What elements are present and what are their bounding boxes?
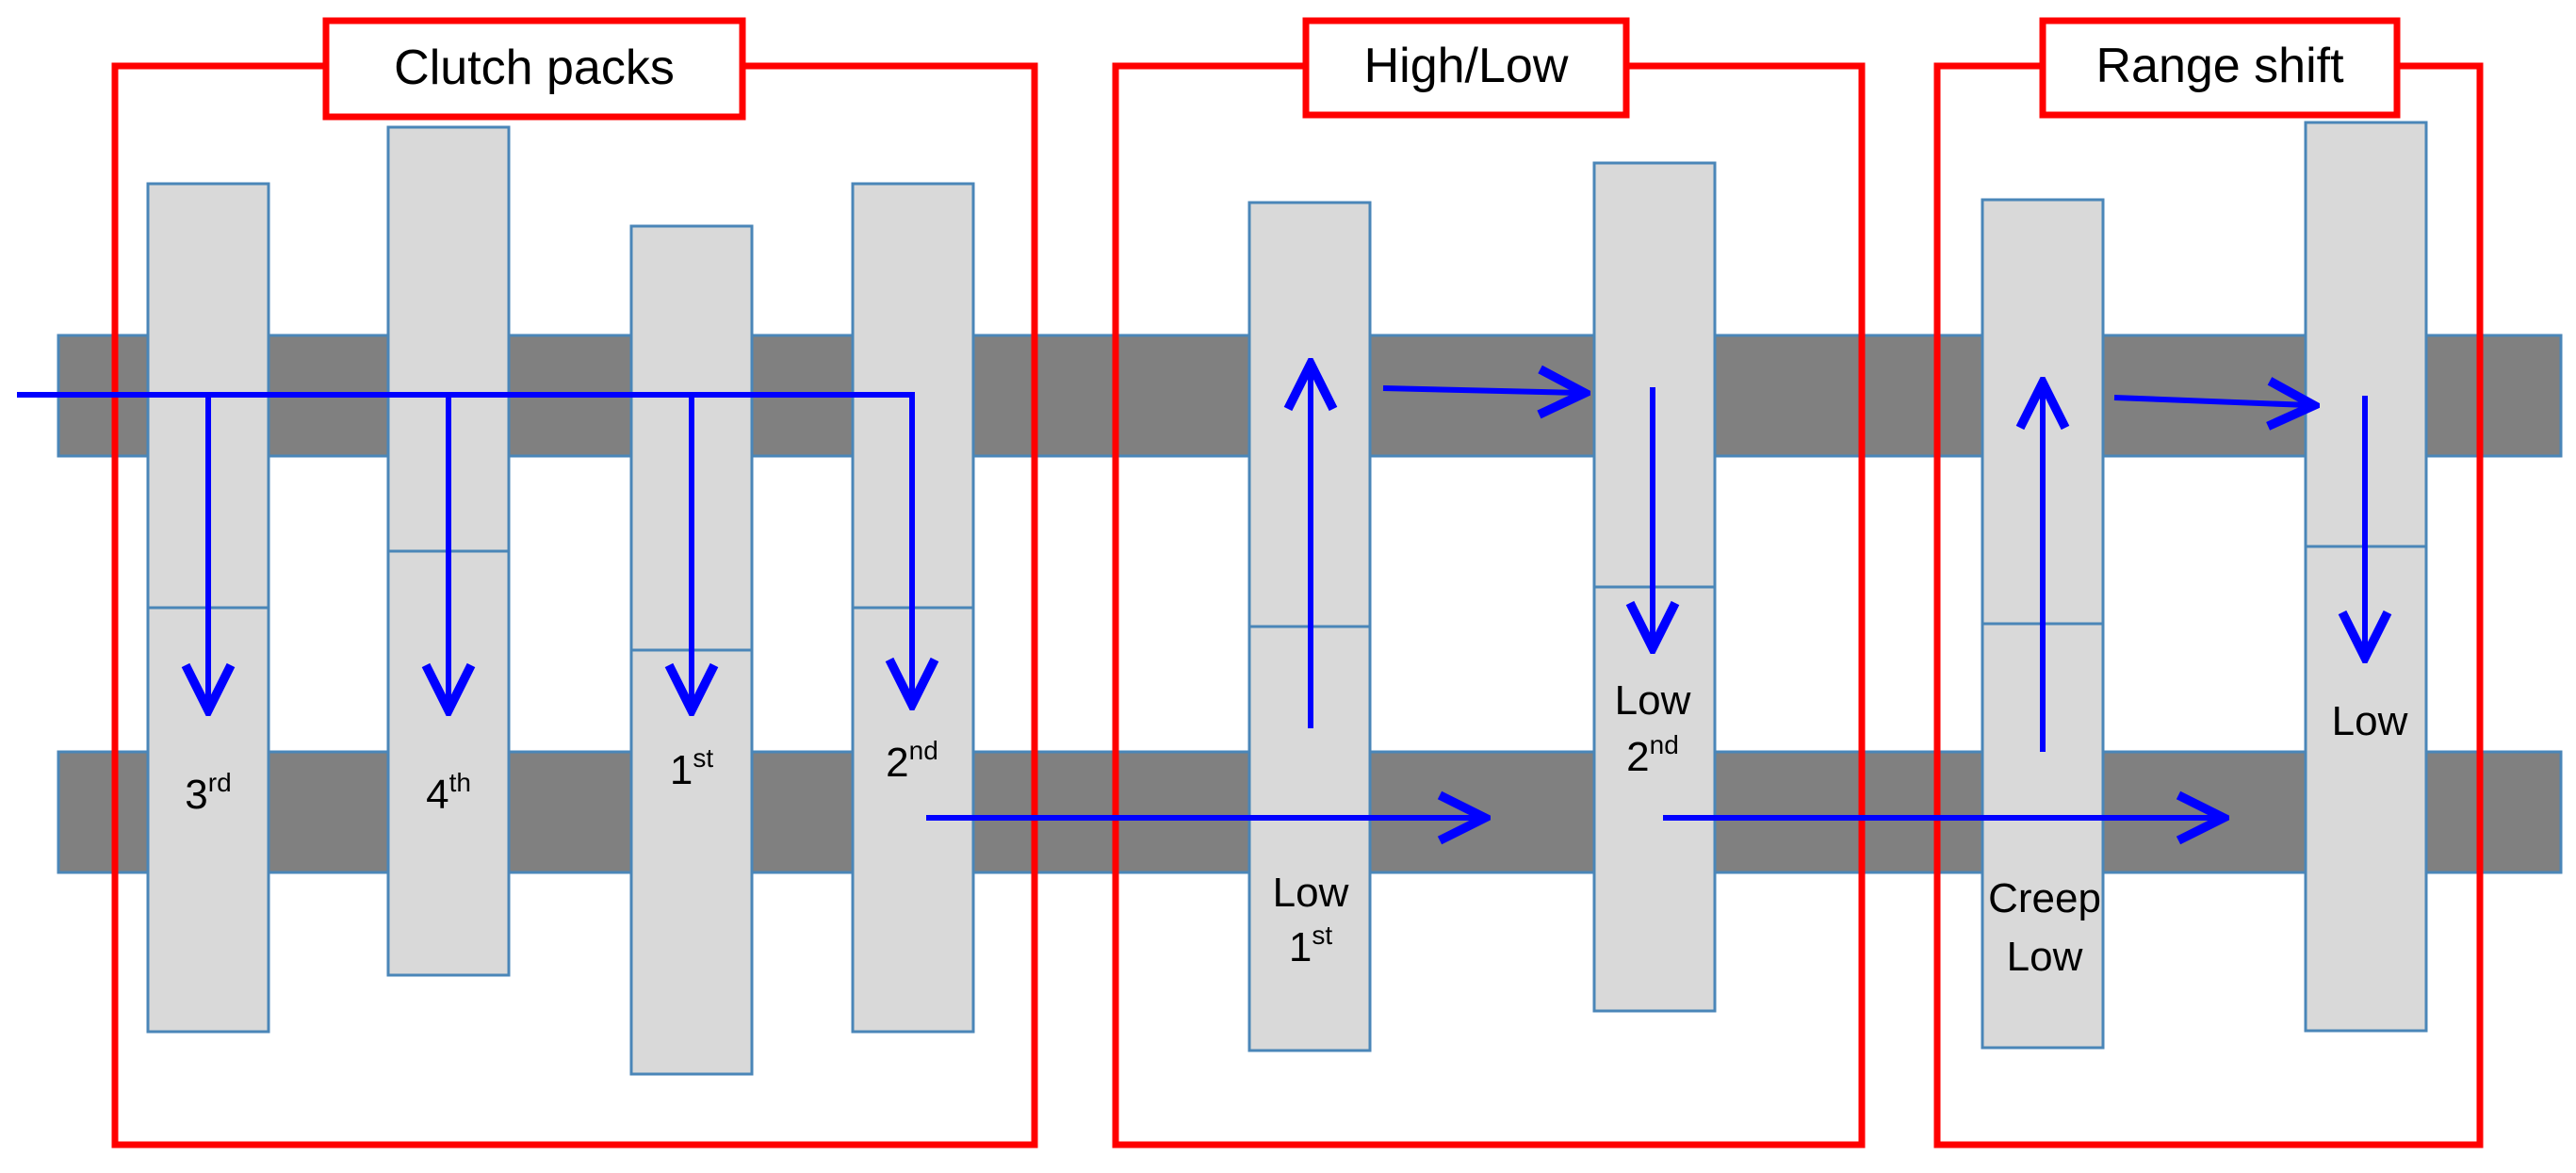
gear-creep-low-label-line1: Creep — [1988, 875, 2101, 921]
gear-3rd-label: 3rd — [185, 768, 231, 818]
gear-range-low-label: Low — [2332, 698, 2408, 744]
flow-arrow-upper-to-low-2nd — [1382, 388, 1579, 393]
gear-low-2nd-number: 2nd — [1626, 730, 1679, 780]
gear-low-1st-number: 1st — [1289, 920, 1332, 970]
gear-low-1st-label: Low — [1273, 870, 1349, 916]
power-flow-arrows — [17, 369, 2365, 818]
gear-low-2nd-label: Low — [1615, 677, 1691, 724]
group-high-low: High/Low — [1112, 17, 1866, 1149]
group-range-shift: Range shift — [1933, 17, 2484, 1149]
group-high-low-title-box — [1302, 17, 1630, 119]
group-clutch-packs: Clutch packs — [111, 17, 1038, 1149]
group-clutch-packs-title-box — [322, 17, 746, 121]
group-range-shift-title-box — [2039, 17, 2401, 119]
gear-2nd-label: 2nd — [886, 736, 938, 786]
input-flow-line — [17, 392, 912, 699]
group-range-shift-title: Range shift — [2095, 39, 2344, 93]
gear-creep-low-label-line2: Low — [2007, 934, 2083, 980]
gear-4th-label: 4th — [426, 768, 471, 818]
gear-low-2nd: Low 2nd — [1592, 161, 1717, 1013]
gear-1st-label: 1st — [670, 743, 713, 793]
gear-creep-low: Creep Low — [1981, 198, 2105, 1050]
group-high-low-title: High/Low — [1364, 39, 1569, 93]
group-clutch-packs-title: Clutch packs — [394, 41, 675, 95]
flow-arrow-upper-to-range-low — [2113, 398, 2308, 405]
gear-2nd: 2nd — [851, 182, 975, 1034]
